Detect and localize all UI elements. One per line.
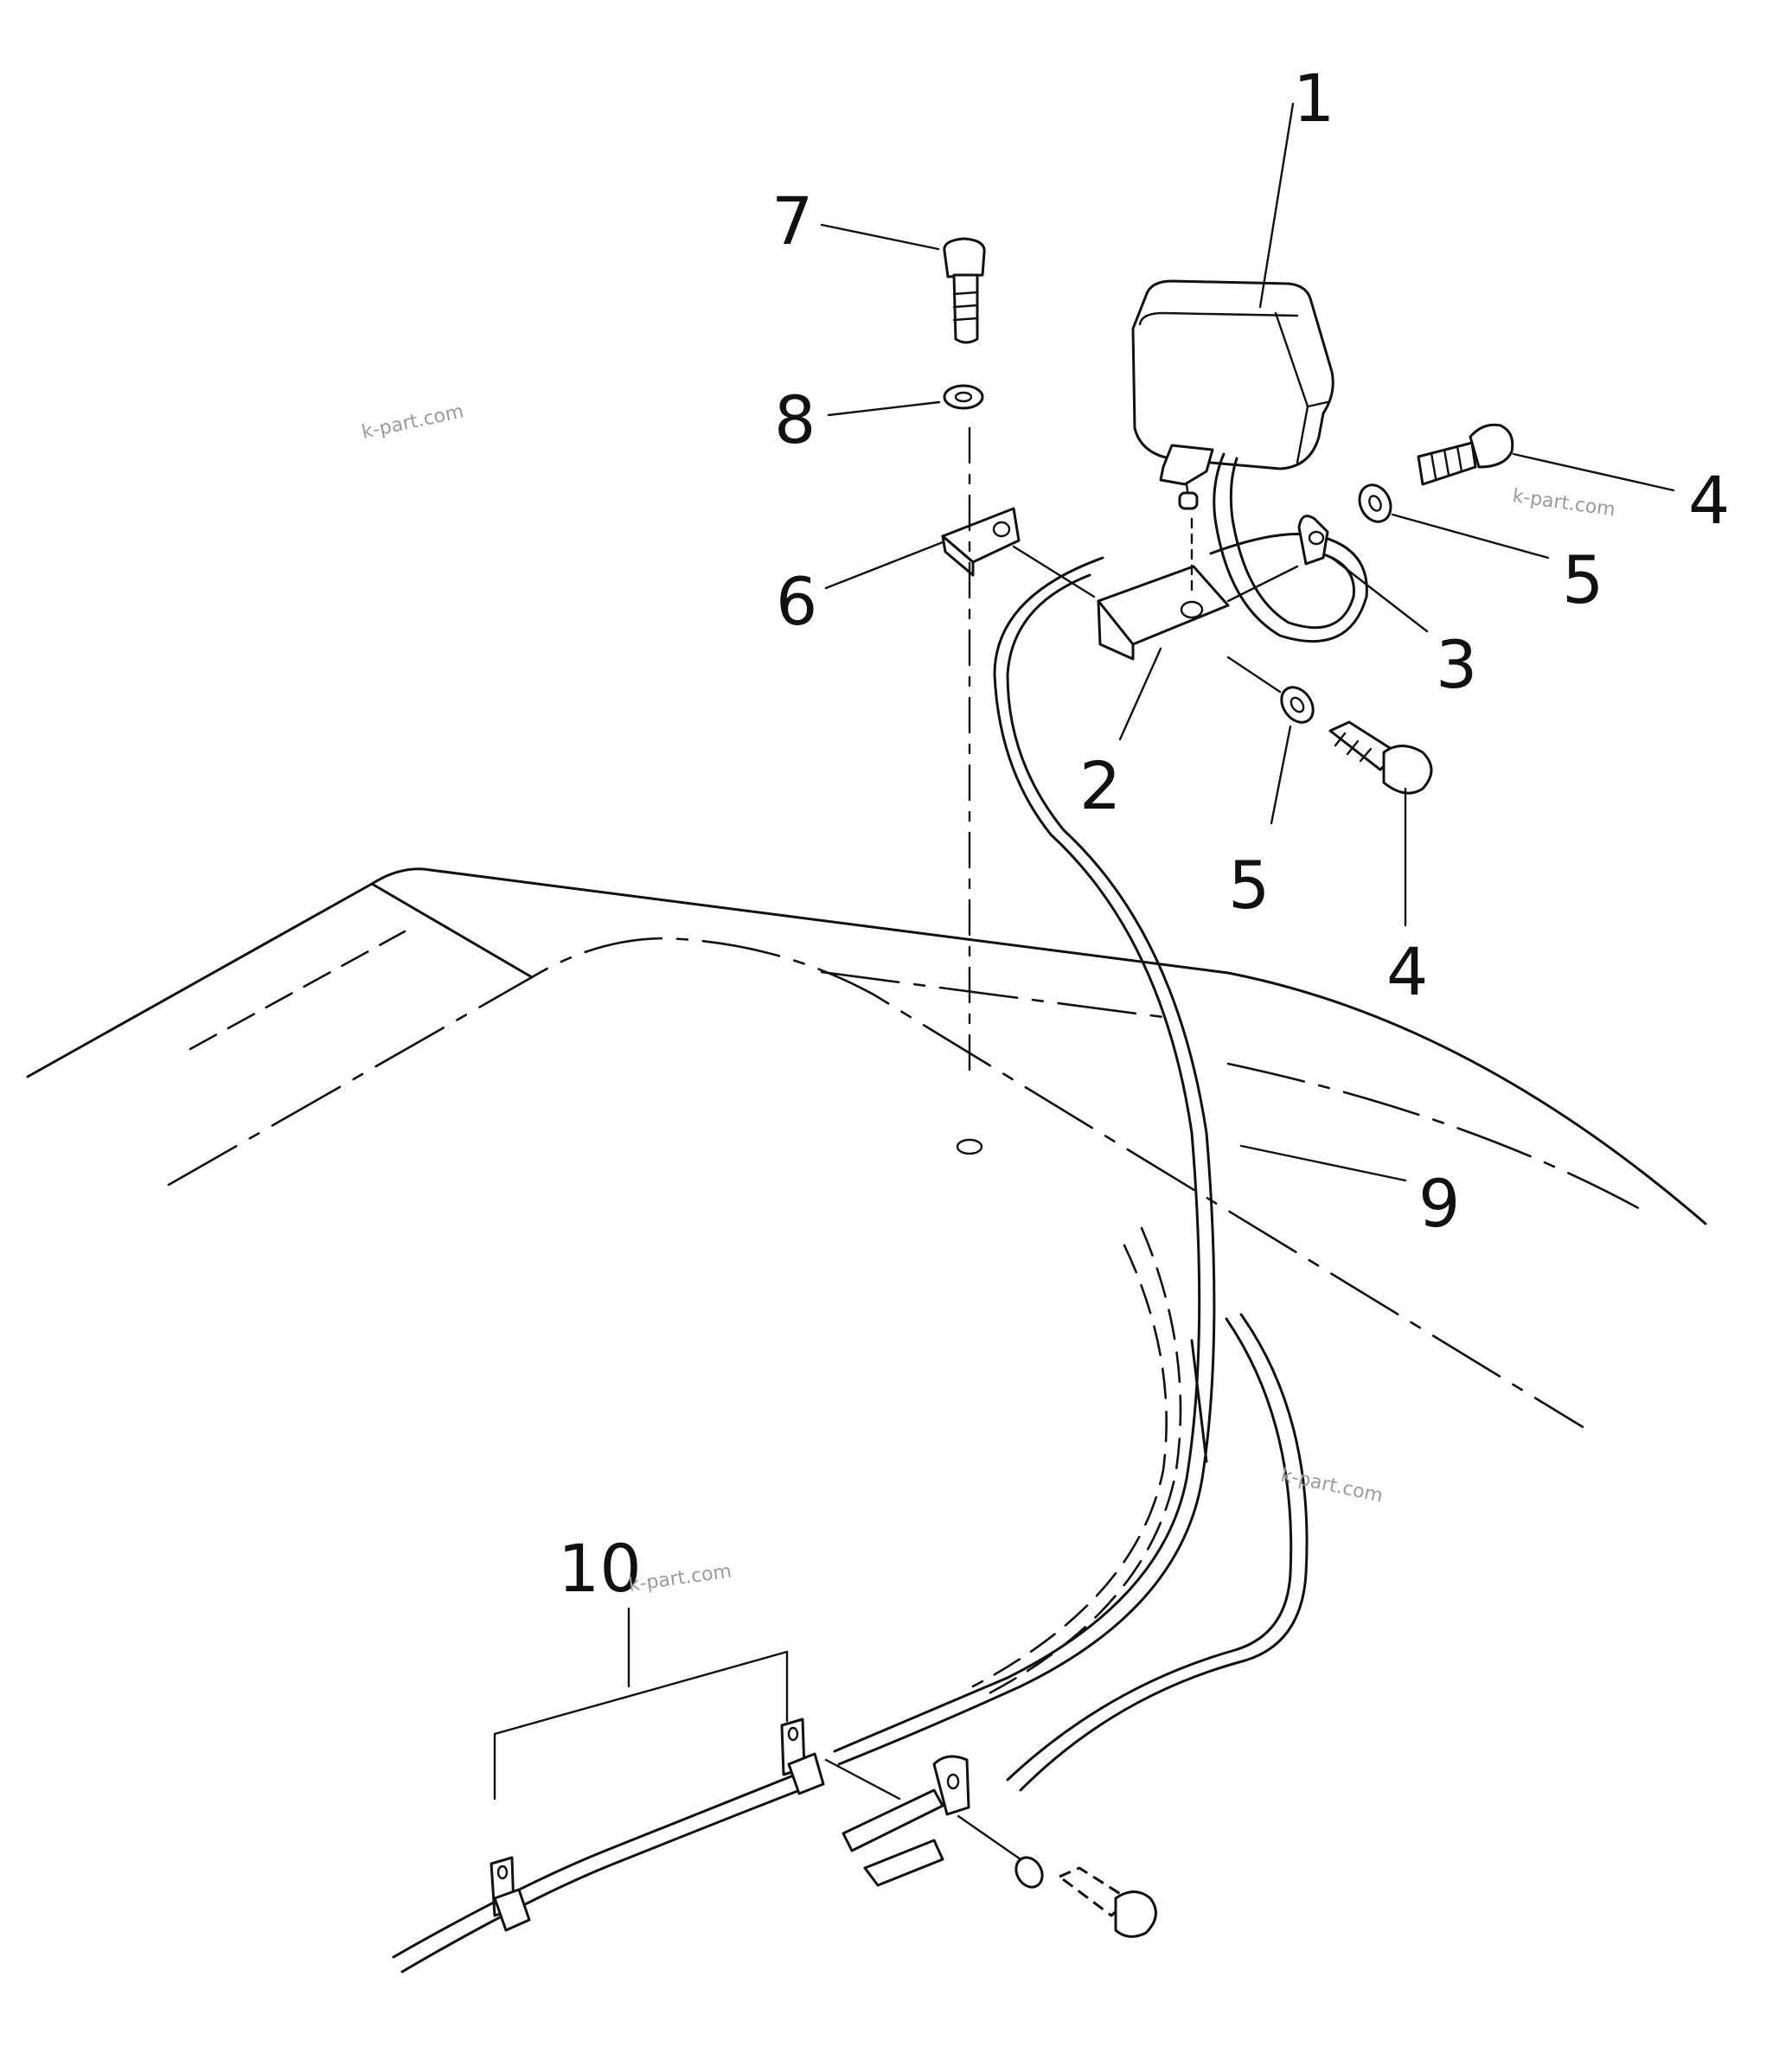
washer-part-5-upper [1358,483,1392,523]
callout-2: 2 [1079,747,1121,824]
callout-5-lower: 5 [1228,847,1270,924]
machine-body-outline [26,867,1707,1429]
washer-part-5-lower [1280,686,1315,724]
watermark: k-part.com [1511,485,1616,521]
callout-1: 1 [1293,60,1334,137]
callout-9: 9 [1418,1165,1460,1242]
leader-lines [493,102,1675,1801]
clamp-part-3 [1226,515,1329,603]
lamp-assembly [1131,279,1368,643]
assembly-centerline-right [1226,656,1282,694]
bolt-part-4-upper [1417,423,1514,486]
bracket-part-2 [1097,517,1230,661]
callout-labels: 1 2 3 4 4 5 5 6 7 8 9 10 [558,60,1730,1607]
washer-part-8 [943,384,984,410]
mount-hole [956,1138,983,1155]
callout-8: 8 [774,381,816,458]
callout-3: 3 [1436,626,1477,703]
callout-10: 10 [558,1530,642,1607]
watermark: k-part.com [360,401,465,444]
callout-4-upper: 4 [1688,462,1730,539]
clip-assembly-part-10 [392,1718,1157,1973]
callout-6: 6 [776,563,817,640]
callout-5-upper: 5 [1562,541,1603,618]
watermark: k-part.com [1279,1464,1385,1506]
watermark: k-part.com [627,1561,733,1596]
callout-7: 7 [771,182,813,259]
wiring-harness-part-9 [833,556,1309,1792]
bolt-part-4-lower [1328,720,1433,795]
callout-4-lower: 4 [1386,933,1428,1010]
bracket-part-6 [941,507,1096,598]
bolt-part-7 [943,237,986,344]
